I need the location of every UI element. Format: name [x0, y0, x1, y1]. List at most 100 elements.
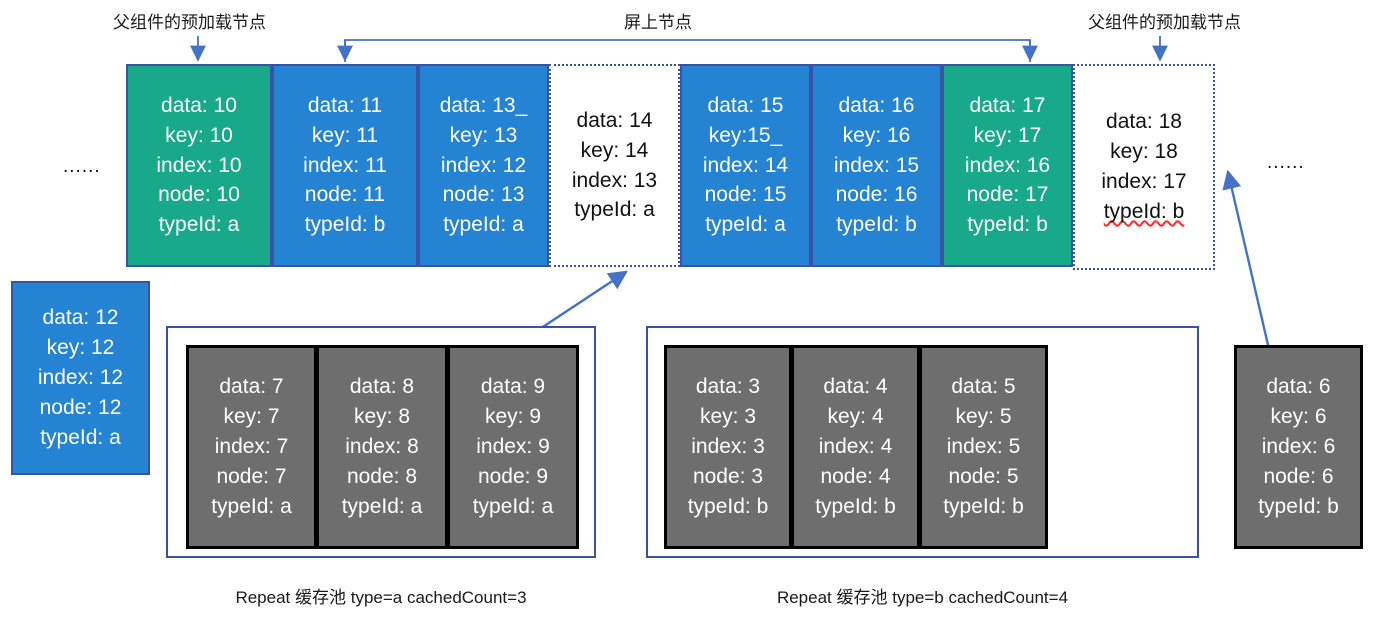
ellipsis-right: ......: [1267, 152, 1305, 173]
node-field: node: 3: [692, 464, 764, 488]
node-field: node: 17: [966, 183, 1049, 207]
node-field: data: 7: [219, 375, 284, 399]
node-field: key: 9: [484, 405, 542, 429]
node-field: index: 3: [691, 435, 765, 459]
node-field: data: 11: [307, 93, 383, 117]
node-field: typeId: a: [40, 425, 121, 449]
node-field: data: 15: [707, 93, 784, 117]
node-field: node: 10: [158, 183, 240, 207]
node-field: data: 18: [1106, 110, 1182, 134]
node-field: typeId: a: [341, 494, 423, 518]
node-cell-5: data: 16 key: 16 index: 15 node: 16 typeId: …: [811, 64, 942, 267]
node-field: data: 17: [969, 93, 1046, 117]
node-field: typeId: a: [472, 494, 554, 518]
node-cell-1: data: 11 key: 11 index: 11 node: 11 typeId: …: [272, 64, 418, 267]
node-field: index: 12: [440, 153, 527, 177]
node-field: node: 6: [1263, 464, 1334, 488]
node-field: data: 8: [349, 375, 415, 399]
node-field: index: 7: [214, 435, 289, 459]
ellipsis-left: ......: [63, 156, 101, 177]
node-field: typeId: b: [304, 213, 386, 237]
node-field: typeId: b: [836, 213, 917, 237]
node-field: node: 16: [835, 183, 918, 207]
node-field: key: 5: [955, 405, 1012, 429]
node-field: node: 11: [304, 183, 386, 207]
node-cell-0: data: 10 key: 10 index: 10 node: 10 typeId: …: [126, 64, 272, 267]
node-field: node: 7: [216, 464, 287, 488]
node-field: node: 13: [442, 183, 525, 207]
node-field: index: 13: [571, 168, 658, 192]
node-field: key: 8: [353, 405, 411, 429]
node-field: typeId: b: [815, 494, 896, 518]
node-cell-6: data: 17 key: 17 index: 16 node: 17 typeId: …: [942, 64, 1073, 267]
node-field: data: 4: [823, 375, 888, 399]
node-field: index: 10: [156, 153, 242, 177]
node-field: index: 8: [345, 435, 419, 459]
node-field: key:15_: [708, 123, 783, 147]
node-field: typeId: a: [443, 213, 524, 237]
node-field: data: 14: [576, 108, 653, 132]
label-preload-right: 父组件的预加载节点: [1088, 13, 1241, 32]
node-field: typeId: b: [943, 494, 1024, 518]
node-field: typeId: a: [158, 213, 240, 237]
node-field: typeId: a: [705, 213, 786, 237]
arrow-onscreen-bracket: [337, 39, 1038, 62]
node-field: node: 5: [948, 464, 1019, 488]
pool-cell: data: 9 key: 9 index: 9 node: 9 typeId: a: [448, 345, 579, 549]
node-cell-3: data: 14 key: 14 index: 13 typeId: a: [549, 64, 680, 267]
cache-pool-a-caption: Repeat 缓存池 type=a cachedCount=3: [235, 588, 527, 607]
pool-cell: data: 5 key: 5 index: 5 node: 5 typeId: b: [920, 345, 1048, 549]
node-field: index: 4: [818, 435, 893, 459]
node-field: typeId: b: [1258, 494, 1339, 518]
node-field: data: 5: [951, 375, 1016, 399]
node-field: node: 12: [39, 395, 122, 419]
pool-cell: data: 3 key: 3 index: 3 node: 3 typeId: b: [664, 345, 792, 549]
node-field: key: 18: [1110, 140, 1178, 164]
node-field: index: 6: [1261, 435, 1336, 459]
node-field: key: 16: [842, 123, 911, 147]
node-field: key: 3: [699, 405, 757, 429]
node-field: key: 10: [165, 123, 233, 147]
node-field: index: 15: [833, 153, 920, 177]
node-field: typeId: b: [967, 213, 1048, 237]
node-field: key: 13: [449, 123, 518, 147]
detached-node-6: data: 6 key: 6 index: 6 node: 6 typeId: b: [1234, 345, 1363, 549]
node-field: key: 7: [223, 405, 280, 429]
node-field: index: 5: [946, 435, 1021, 459]
node-field: data: 9: [480, 375, 546, 399]
node-field: index: 11: [303, 153, 387, 177]
label-onscreen: 屏上节点: [624, 13, 692, 32]
node-field: node: 4: [820, 464, 891, 488]
node-field: data: 16: [838, 93, 915, 117]
node-field: typeId: a: [211, 494, 292, 518]
node-field: data: 12: [42, 306, 119, 330]
cache-pool-b-caption: Repeat 缓存池 type=b cachedCount=4: [776, 588, 1069, 607]
node-field: index: 16: [964, 153, 1051, 177]
node-field: index: 9: [476, 435, 550, 459]
node-field: data: 6: [1266, 375, 1331, 399]
node-field: key: 14: [580, 138, 649, 162]
node-field: key: 4: [827, 405, 884, 429]
node-field: key: 6: [1270, 405, 1327, 429]
node-field: data: 3: [695, 375, 761, 399]
pool-cell: data: 4 key: 4 index: 4 node: 4 typeId: b: [792, 345, 920, 549]
node-field: typeId: b: [687, 494, 769, 518]
node-field: node: 9: [477, 464, 549, 488]
node-field: key: 12: [46, 336, 115, 360]
node-field: key: 17: [973, 123, 1042, 147]
node-field: typeId: a: [574, 198, 655, 222]
node-field: index: 14: [702, 153, 789, 177]
node-strip: data: 10 key: 10 index: 10 node: 10 typeId: …: [126, 64, 1215, 270]
pool-cell: data: 7 key: 7 index: 7 node: 7 typeId: a: [186, 345, 317, 549]
label-preload-left: 父组件的预加载节点: [113, 13, 266, 32]
node-field: key: 11: [311, 123, 379, 147]
node-field: data: 10: [161, 93, 237, 117]
